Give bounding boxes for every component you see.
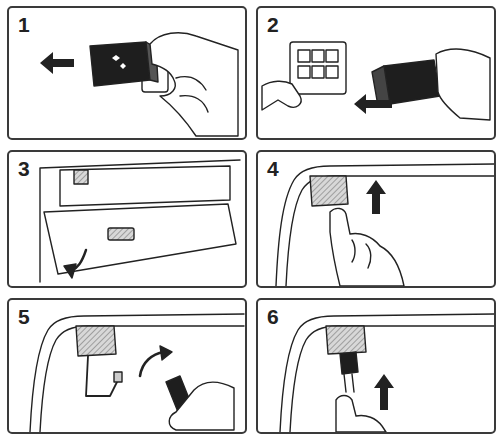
- step-number: 4: [267, 158, 279, 179]
- hand: [336, 396, 386, 433]
- glovebox-opening: [60, 166, 230, 206]
- hand: [436, 49, 490, 120]
- step-panel: 2: [256, 6, 496, 140]
- dashboard-line: [280, 314, 494, 432]
- black-device: [384, 60, 440, 104]
- direction-arrow: [374, 374, 394, 410]
- direction-arrow: [354, 94, 392, 114]
- step-panel: 1: [7, 6, 247, 140]
- hand: [262, 81, 301, 110]
- step-number: 5: [18, 306, 30, 327]
- door-handle: [108, 228, 134, 240]
- mount-clip: [290, 42, 346, 94]
- black-device: [340, 352, 358, 374]
- hand: [150, 33, 238, 136]
- hatched-tab: [310, 176, 348, 206]
- hatched-tab: [326, 326, 366, 354]
- cable: [344, 374, 354, 392]
- glovebox-door: [44, 204, 236, 274]
- arrow-head: [160, 346, 172, 360]
- step-number: 2: [267, 14, 279, 35]
- device-mark: [120, 63, 126, 69]
- step-number: 6: [267, 306, 279, 327]
- finger-line: [352, 240, 371, 268]
- finger-line: [176, 77, 208, 112]
- cable: [86, 356, 118, 396]
- black-device: [90, 42, 150, 86]
- step-number: 3: [18, 158, 30, 179]
- step-panel: 6: [256, 298, 496, 434]
- direction-arrow: [140, 352, 164, 376]
- dashboard-line: [30, 314, 244, 432]
- direction-arrow: [40, 52, 74, 74]
- hatched-tab: [76, 326, 116, 356]
- device-mark: [112, 55, 120, 61]
- cable-plug: [114, 372, 122, 382]
- hatched-tab: [74, 170, 88, 184]
- step-panel: 3: [7, 150, 247, 288]
- clip-grid: [298, 50, 338, 78]
- glovebox-frame: [40, 160, 240, 282]
- step-panel: 5: [7, 298, 247, 434]
- step-number: 1: [18, 14, 30, 35]
- direction-arrow: [366, 180, 386, 214]
- dashboard-line: [290, 326, 494, 432]
- arrow-head: [64, 264, 76, 278]
- dashboard-line: [276, 164, 494, 286]
- hand: [169, 382, 234, 430]
- step-panel: 4: [256, 150, 496, 288]
- dashboard-line: [40, 326, 244, 432]
- hand: [330, 208, 404, 286]
- dashboard-line: [286, 176, 494, 286]
